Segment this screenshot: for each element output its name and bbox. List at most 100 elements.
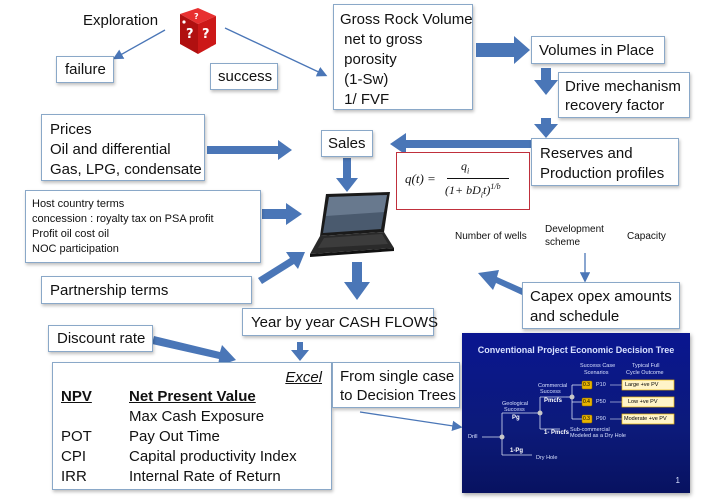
npv-row-2-abbr: POT [61, 428, 92, 445]
formula-denominator: (1+ bDit)1/b [445, 182, 501, 199]
volumes-in-place-label: Volumes in Place [539, 42, 655, 59]
arrow-reserves-to-sales [390, 133, 532, 155]
formula-exp-num: 1 [490, 182, 495, 191]
formula-exponent: 1/b [490, 182, 501, 191]
svg-text:?: ? [186, 27, 194, 42]
drill-label: Drill [468, 434, 478, 440]
formula-numerator-q: q [461, 159, 467, 173]
npv-box: Excel NPV Net Present Value Max Cash Exp… [52, 362, 332, 490]
slide-page-number: 1 [675, 476, 680, 485]
partnership-terms-box: Partnership terms [41, 276, 252, 304]
scenario-1-prob: 0.3 [583, 382, 590, 388]
geological-success-line-1: Geological [502, 401, 528, 407]
scenario-2-outcome: Low +ve PV [628, 399, 658, 405]
arrow-grv-to-volumes [476, 36, 530, 64]
typical-full-line-1: Typical Full [632, 363, 660, 369]
commercial-success-line-1: Commercial [538, 383, 568, 389]
scenario-1-label: P10 [596, 382, 606, 388]
npv-row-3-abbr: CPI [61, 448, 87, 465]
decision-tree-slide: Conventional Project Economic Decision T… [462, 333, 690, 493]
capex-line-2: and schedule [530, 308, 620, 325]
dice-image: ? ? ? [168, 6, 224, 58]
sales-box: Sales [321, 130, 373, 157]
typical-full-line-2: Cycle Outcome [626, 370, 664, 376]
cash-flows-box: Year by year CASH FLOWS [242, 308, 438, 336]
one-minus-pg-label: 1-Pg [510, 448, 524, 454]
grv-line-1: Gross Rock Volume [340, 11, 473, 28]
arrow-partnership-to-laptop [258, 252, 305, 284]
pmcfs-label: Pmcfs [544, 398, 563, 404]
reserves-line-2: Production profiles [540, 165, 665, 182]
npv-row-1-name: Max Cash Exposure [129, 408, 265, 425]
prices-box: Prices Oil and differential Gas, LPG, co… [41, 114, 205, 181]
discount-rate-box: Discount rate [48, 325, 153, 352]
arrow-host-to-laptop [262, 203, 302, 225]
host-line-3: Profit oil cost oil [32, 228, 110, 240]
scenario-2-label: P50 [596, 399, 606, 405]
scenario-2-prob: 0.4 [583, 399, 590, 405]
capacity-label: Capacity [627, 231, 666, 242]
arrow-volumes-to-drive [534, 68, 558, 95]
formula-numerator: qi [461, 159, 469, 175]
excel-label: Excel [285, 369, 322, 386]
pg-label: Pg [512, 415, 520, 421]
npv-row-3-name: Capital productivity Index [129, 448, 297, 465]
host-line-1: Host country terms [32, 198, 125, 210]
success-box: success [210, 63, 278, 90]
arrow-to-decision-tree [359, 411, 463, 431]
scenario-3-label: P90 [596, 416, 606, 422]
development-line-1: Development [545, 224, 604, 235]
host-line-4: NOC participation [32, 243, 119, 255]
formula-denominator-head: (1+ bD [445, 183, 481, 197]
volumes-in-place-box: Volumes in Place [531, 36, 665, 64]
svg-text:?: ? [202, 27, 210, 42]
laptop-image [304, 190, 396, 260]
development-line-2: scheme [545, 237, 581, 248]
formula-denominator-sub: i [480, 190, 483, 200]
success-case-line-1: Success Case [580, 363, 616, 369]
single-case-box: From single case to Decision Trees [332, 362, 460, 408]
decline-formula: q(t) = qi (1+ bDit)1/b [396, 152, 530, 210]
arrow-capex-to-laptop [478, 270, 524, 295]
npv-row-4-name: Internal Rate of Return [129, 468, 281, 485]
host-line-2: concession : royalty tax on PSA profit [32, 213, 214, 225]
npv-header-abbr: NPV [61, 388, 92, 405]
formula-exp-den: b [496, 182, 501, 191]
decision-tree-title: Conventional Project Economic Decision T… [477, 345, 675, 355]
drive-mechanism-box: Drive mechanism recovery factor [558, 72, 690, 118]
partnership-label: Partnership terms [50, 282, 169, 299]
prices-line-3: Gas, LPG, condensate [50, 161, 202, 178]
decision-tree-lines [482, 379, 675, 456]
arrow-drive-to-reserves [534, 118, 558, 138]
arrow-laptop-to-cashflows [344, 262, 370, 300]
grv-line-4: (1-Sw) [340, 71, 389, 88]
one-minus-pmcfs-label: 1- Pmcfs [544, 430, 570, 436]
grv-line-5: 1/ FVF [340, 91, 390, 108]
formula-numerator-sub: i [467, 166, 470, 176]
host-country-terms-box: Host country terms concession : royalty … [25, 190, 261, 263]
reserves-box: Reserves and Production profiles [531, 138, 679, 186]
arrow-to-success [224, 27, 328, 77]
arrow-cashflows-to-npv [291, 342, 309, 361]
reserves-line-1: Reserves and [540, 145, 633, 162]
prices-line-1: Prices [50, 121, 92, 138]
npv-header-name: Net Present Value [129, 388, 256, 405]
number-of-wells-label: Number of wells [455, 231, 527, 242]
commercial-success-line-2: Success [540, 389, 561, 395]
grv-line-3: porosity [340, 51, 397, 68]
exploration-label: Exploration [83, 12, 159, 29]
gross-rock-volume-box: Gross Rock Volume net to gross porosity … [333, 4, 473, 110]
capex-opex-box: Capex opex amounts and schedule [522, 282, 680, 329]
drive-line-2: recovery factor [565, 97, 665, 114]
arrow-sales-to-laptop [336, 158, 358, 192]
formula-fraction-bar [447, 178, 509, 179]
prices-line-2: Oil and differential [50, 141, 171, 158]
formula-denominator-tail: t) [483, 183, 491, 197]
failure-box: failure [56, 56, 114, 83]
failure-label: failure [65, 61, 106, 78]
arrow-discount-to-npv [152, 336, 236, 366]
capex-line-1: Capex opex amounts [530, 288, 672, 305]
single-case-line-2: to Decision Trees [340, 387, 456, 404]
npv-row-4-abbr: IRR [61, 468, 87, 485]
